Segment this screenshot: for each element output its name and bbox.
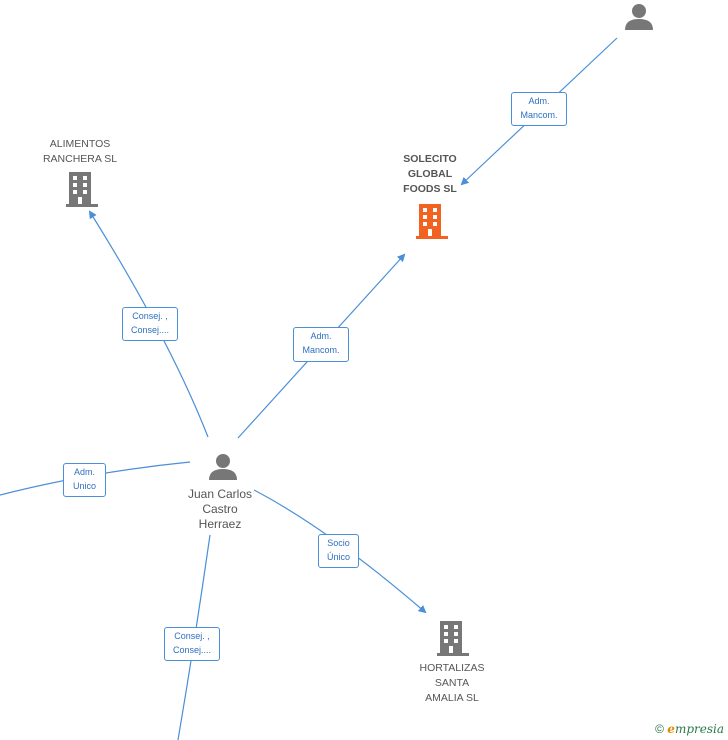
- node-label-juan[interactable]: Juan Carlos Castro Herraez: [187, 487, 253, 531]
- brand-logo: empresia: [667, 722, 724, 736]
- building-icon[interactable]: [416, 204, 448, 239]
- brand-watermark: © empresia: [655, 722, 724, 736]
- edge-label-juan-to-hortalizas[interactable]: Socio Único: [318, 534, 359, 568]
- edge-label-juan-to-alimentos[interactable]: Consej. , Consej....: [122, 307, 178, 341]
- copyright-icon: ©: [655, 722, 664, 736]
- building-icon[interactable]: [437, 621, 469, 656]
- edge-label-top-to-solecito[interactable]: Adm. Mancom.: [511, 92, 567, 126]
- building-icon[interactable]: [66, 172, 98, 207]
- node-label-solecito[interactable]: SOLECITO GLOBAL FOODS SL: [403, 153, 457, 195]
- edge-label-juan-to-solecito[interactable]: Adm. Mancom.: [293, 327, 349, 362]
- edge-label-bottom-to-juan[interactable]: Consej. , Consej....: [164, 627, 220, 661]
- node-label-hortalizas[interactable]: HORTALIZAS SANTA AMALIA SL: [419, 662, 485, 704]
- edge-label-left-to-juan[interactable]: Adm. Unico: [63, 463, 106, 497]
- person-icon[interactable]: [625, 4, 653, 30]
- node-label-alimentos[interactable]: ALIMENTOS RANCHERA SL: [42, 138, 118, 165]
- person-icon[interactable]: [209, 454, 237, 480]
